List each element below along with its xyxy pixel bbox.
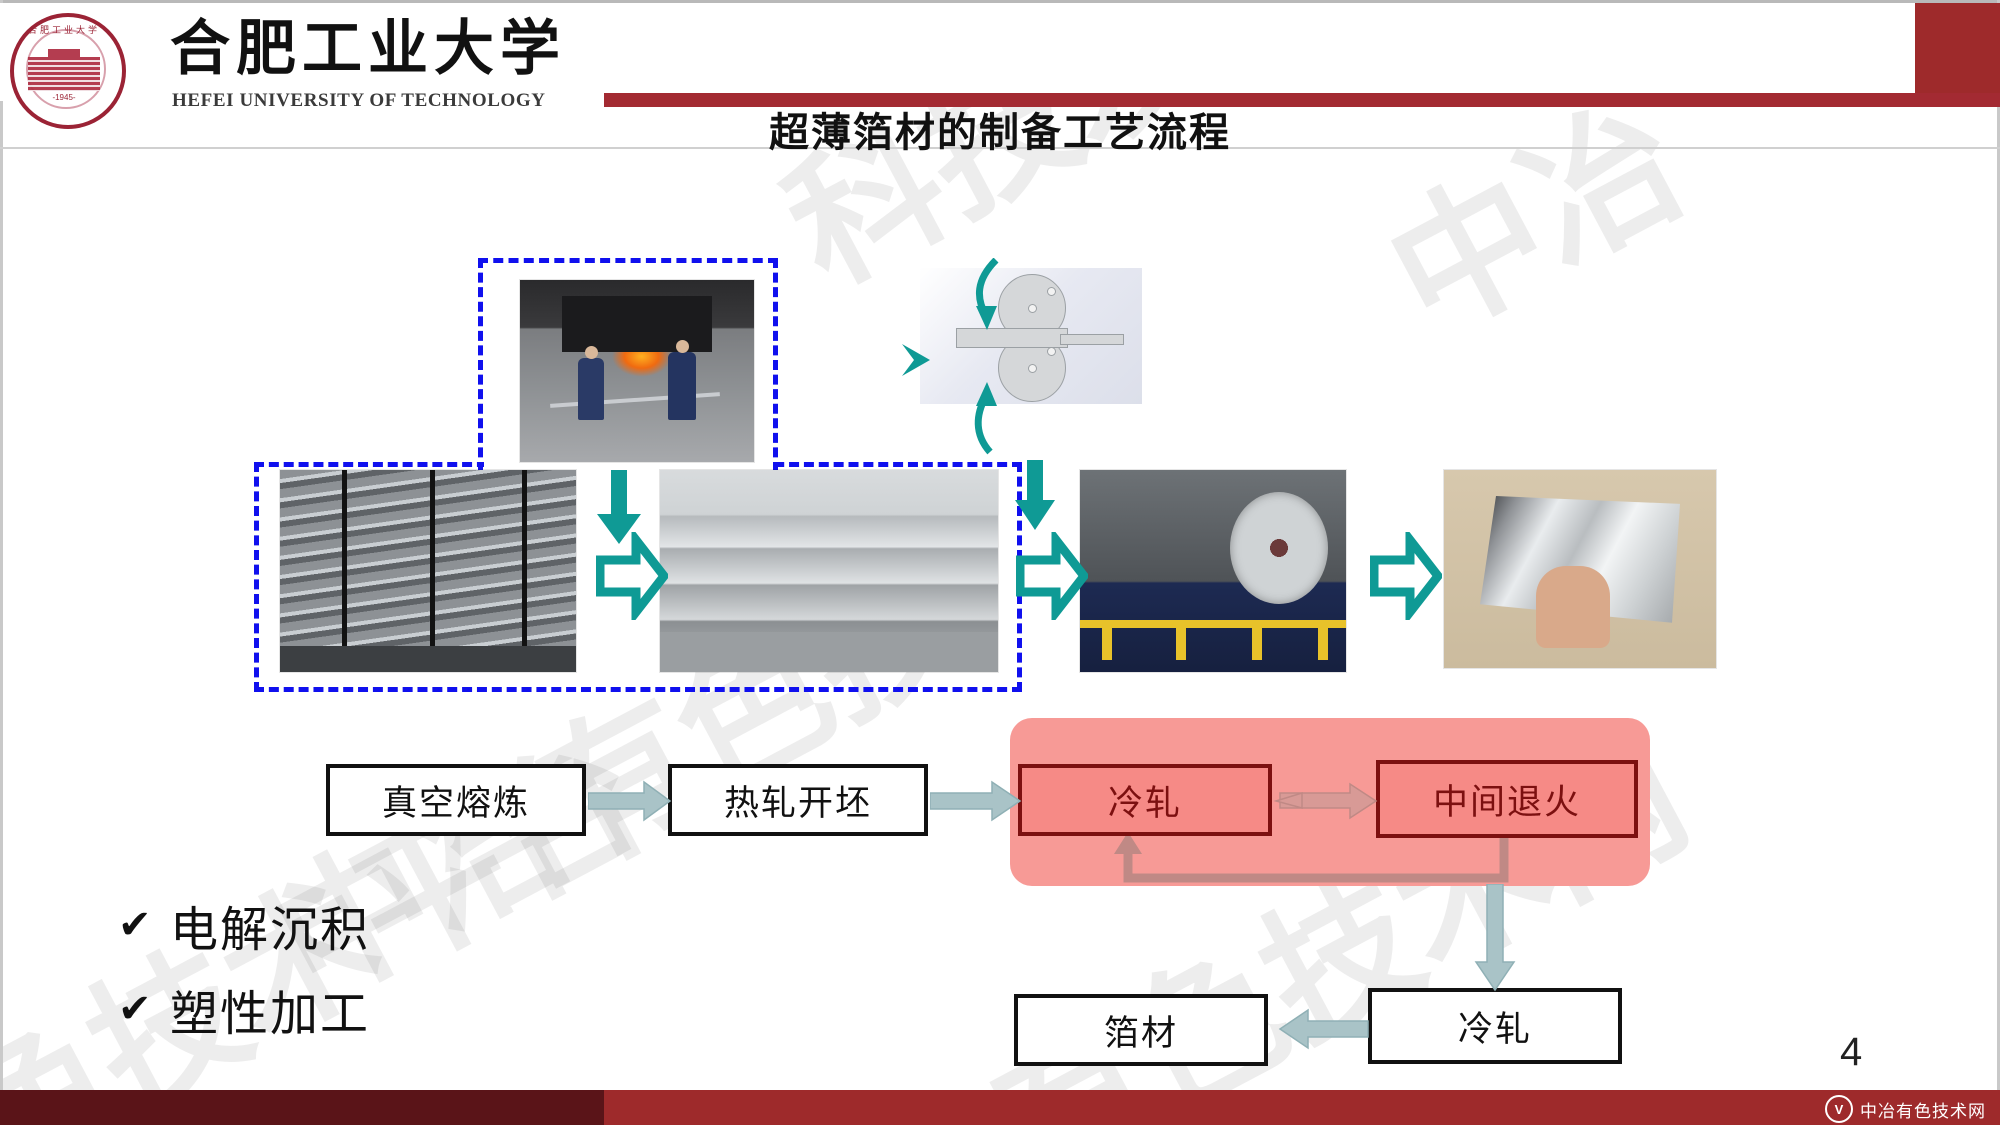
ingot-stack-photo bbox=[280, 470, 576, 672]
arrow-down-to-ingot-icon bbox=[597, 470, 641, 544]
coil-face bbox=[1230, 492, 1328, 604]
connector-hot-to-cold-icon bbox=[930, 780, 1022, 822]
arrow-coil-to-foil-icon bbox=[1370, 532, 1442, 620]
rolling-mill-diagram bbox=[920, 268, 1142, 404]
flow-box-label: 箔材 bbox=[1103, 1013, 1178, 1054]
mill-feed-chevron-icon bbox=[902, 344, 930, 376]
coil-stand bbox=[1318, 620, 1328, 660]
header-red-block bbox=[1915, 3, 2000, 101]
furnace-door bbox=[562, 296, 712, 352]
header-divider bbox=[0, 147, 2000, 149]
page-border-top bbox=[0, 0, 2000, 3]
anneal-return-loop bbox=[1114, 832, 1509, 883]
roller-hub bbox=[1028, 304, 1037, 313]
roller-pin bbox=[1047, 287, 1056, 296]
arrow-slab-to-coil-icon bbox=[1016, 532, 1088, 620]
ingot-strap bbox=[342, 470, 347, 672]
flow-box-label: 热轧开坯 bbox=[723, 783, 872, 824]
flow-box-hot-rolling[interactable]: 热轧开坯 bbox=[668, 764, 928, 836]
flow-box-cold-rolling-1[interactable]: 冷轧 bbox=[1018, 764, 1272, 836]
seal-top-text: 合肥工业大学 bbox=[27, 25, 100, 35]
page-title: 超薄箔材的制备工艺流程 bbox=[769, 109, 1231, 156]
roller-rotation-arrow-bottom-icon bbox=[974, 382, 997, 455]
flow-box-label: 冷轧 bbox=[1107, 783, 1182, 824]
roller-hub bbox=[1028, 364, 1037, 373]
bullet-list: ✔ 电解沉积 ✔ 塑性加工 bbox=[118, 890, 370, 1058]
slab-photo bbox=[660, 470, 998, 672]
coil-stand bbox=[1176, 620, 1186, 660]
connector-cold2-to-foil-icon bbox=[1278, 1008, 1369, 1050]
university-name-cn: 合肥工业大学 bbox=[170, 14, 566, 84]
flow-box-cold-rolling-2[interactable]: 冷轧 bbox=[1368, 988, 1622, 1064]
flow-box-label: 中间退火 bbox=[1432, 782, 1581, 823]
page-border-right bbox=[1997, 0, 2000, 1125]
page-border-left bbox=[0, 0, 3, 1125]
seal-year: -1945- bbox=[52, 93, 76, 102]
flow-box-vacuum-melting[interactable]: 真空熔炼 bbox=[326, 764, 586, 836]
header-red-rule bbox=[604, 93, 2000, 107]
flow-box-label: 真空熔炼 bbox=[381, 783, 530, 824]
roller-pin bbox=[1047, 347, 1056, 356]
strip-output bbox=[1060, 334, 1124, 345]
ingot-strap bbox=[430, 470, 435, 672]
dashed-region-gap-cover bbox=[484, 462, 772, 471]
slide-footer-left-block bbox=[0, 1090, 604, 1125]
ingot-strap bbox=[522, 470, 527, 672]
coil-stand bbox=[1102, 620, 1112, 660]
footer-brand: V 中冶有色技术网 bbox=[1825, 1095, 1986, 1123]
arrow-ingot-to-slab-icon bbox=[596, 532, 668, 620]
coil-photo bbox=[1080, 470, 1346, 672]
connector-anneal-to-cold2-icon bbox=[1474, 884, 1516, 992]
check-icon: ✔ bbox=[118, 902, 152, 948]
connector-cold-to-anneal-icon bbox=[1273, 782, 1378, 820]
furnace-photo bbox=[520, 280, 754, 462]
check-icon: ✔ bbox=[118, 986, 152, 1032]
list-item: ✔ 塑性加工 bbox=[118, 974, 370, 1044]
flow-box-intermediate-annealing[interactable]: 中间退火 bbox=[1376, 760, 1638, 838]
globe-icon: V bbox=[1825, 1095, 1853, 1123]
slide-header: 合肥工业大学 -1945- 合肥工业大学 HEFEI UNIVERSITY OF… bbox=[0, 3, 2000, 129]
list-item-label: 电解沉积 bbox=[170, 902, 371, 958]
foil-hand bbox=[1536, 566, 1610, 648]
seal-building-icon bbox=[28, 49, 100, 91]
furnace-worker bbox=[668, 340, 696, 420]
dashed-region-upper bbox=[478, 258, 778, 472]
list-item: ✔ 电解沉积 bbox=[118, 890, 370, 960]
footer-brand-label: 中冶有色技术网 bbox=[1860, 1101, 1986, 1122]
university-seal-icon: 合肥工业大学 -1945- bbox=[10, 13, 126, 129]
university-name-en: HEFEI UNIVERSITY OF TECHNOLOGY bbox=[172, 90, 546, 111]
page-number: 4 bbox=[1840, 1030, 1863, 1074]
furnace-worker bbox=[578, 346, 604, 420]
list-item-label: 塑性加工 bbox=[170, 986, 371, 1042]
flow-box-foil[interactable]: 箔材 bbox=[1014, 994, 1268, 1066]
slab-floor bbox=[660, 632, 998, 672]
foil-photo bbox=[1444, 470, 1716, 668]
connector-vacuum-to-hot-icon bbox=[588, 780, 672, 822]
flow-box-label: 冷轧 bbox=[1457, 1009, 1532, 1050]
coil-stand bbox=[1252, 620, 1262, 660]
arrow-down-to-coil-icon bbox=[1015, 460, 1055, 530]
roller-rotation-arrow-top-icon bbox=[975, 258, 999, 330]
seal-inner-ring bbox=[26, 29, 106, 109]
coil-rail bbox=[1080, 620, 1346, 628]
